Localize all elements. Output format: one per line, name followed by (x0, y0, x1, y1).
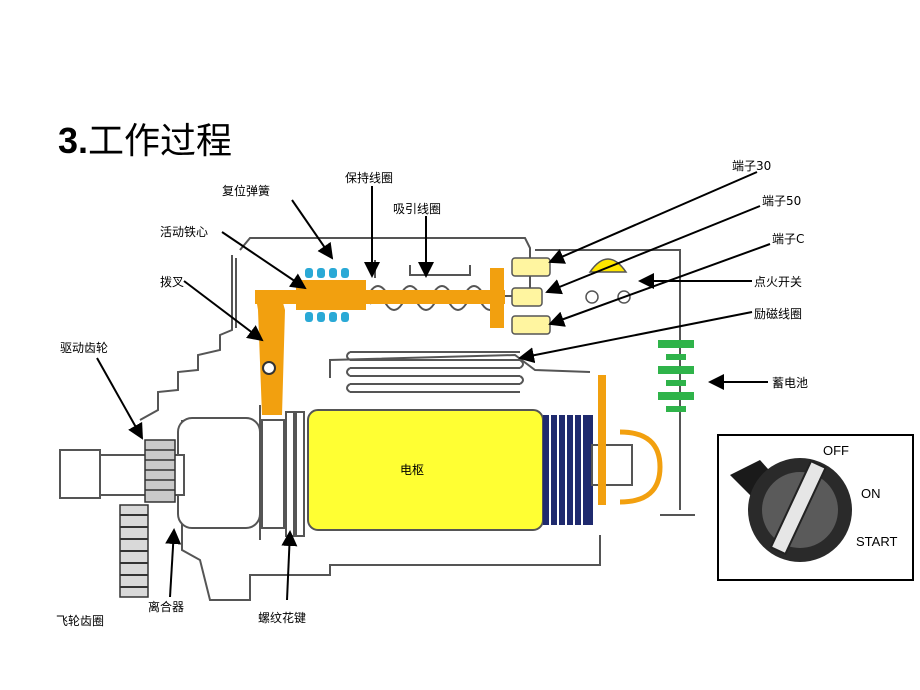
title-number: 3. (58, 120, 89, 161)
drive-pinion (59, 439, 176, 503)
switch-label-off: OFF (823, 443, 849, 458)
label-plunger: 活动铁心 (160, 225, 208, 239)
label-shift-fork: 拨叉 (160, 275, 184, 289)
label-ignition-switch: 点火开关 (754, 275, 802, 289)
shift-fork (255, 292, 285, 415)
label-terminal-50: 端子50 (762, 194, 801, 208)
label-terminal-c: 端子C (772, 232, 804, 246)
switch-label-on: ON (861, 486, 881, 501)
label-field-winding: 励磁线圈 (754, 306, 802, 321)
page-title: 3.工作过程 (58, 112, 232, 164)
label-return-spring: 复位弹簧 (222, 183, 270, 198)
flywheel-ring-gear (119, 504, 149, 598)
label-armature: 电枢 (400, 462, 424, 477)
leader-lines (96, 171, 771, 601)
label-clutch: 离合器 (148, 599, 184, 614)
return-spring (296, 268, 366, 322)
battery (658, 340, 695, 516)
label-battery: 蓄电池 (772, 376, 808, 390)
label-pull-coil: 吸引线圈 (393, 202, 441, 216)
label-terminal-30: 端子30 (732, 159, 771, 173)
label-helical-spline: 螺纹花键 (258, 610, 306, 625)
label-drive-pinion: 驱动齿轮 (60, 341, 108, 355)
plunger (255, 268, 505, 328)
field-winding (346, 351, 524, 393)
label-hold-coil: 保持线圈 (345, 170, 393, 185)
ignition-switch-inset (717, 434, 914, 581)
terminal-contacts (511, 257, 631, 335)
armature (307, 375, 663, 531)
title-text: 工作过程 (88, 121, 233, 162)
label-flywheel-ring-gear: 飞轮齿圈 (56, 614, 104, 628)
switch-label-start: START (856, 534, 897, 549)
